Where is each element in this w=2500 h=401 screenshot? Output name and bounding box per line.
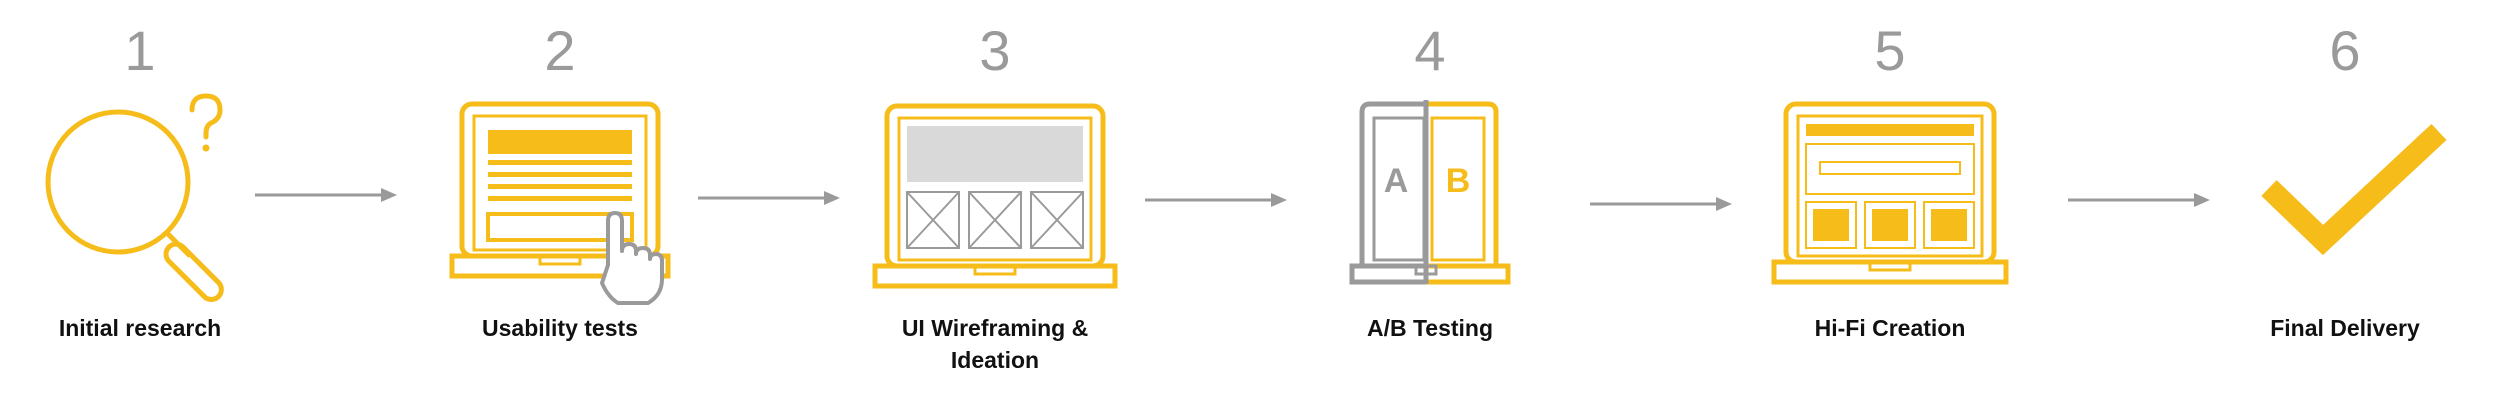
step-6: 6 Final Delivery — [2145, 0, 2500, 401]
arrow-right-icon — [255, 188, 397, 202]
laptop-hifi-icon — [1771, 101, 2009, 285]
magnifier-question-icon — [45, 93, 224, 302]
step-label: Initial research — [58, 315, 222, 341]
step-label: A/B Testing — [1366, 315, 1494, 341]
step-label: Final Delivery — [2270, 315, 2420, 341]
arrow-right-icon — [1145, 193, 1287, 207]
step-number: 1 — [124, 19, 156, 82]
step-4: 4 A B A/B Testing — [1230, 0, 1630, 401]
step-label: UI Wireframing & Ideation — [901, 315, 1089, 373]
step-number: 4 — [1414, 19, 1446, 82]
step-number: 2 — [544, 19, 576, 82]
step-2: 2 Usability tests — [360, 0, 760, 401]
step-label: Usability tests — [482, 315, 638, 341]
step-number: 3 — [979, 19, 1011, 82]
laptop-wireframe-icon — [872, 103, 1118, 289]
checkmark-icon — [2261, 123, 2447, 256]
laptop-pointer-icon — [449, 101, 671, 305]
step-number: 5 — [1874, 19, 1906, 82]
step-1: 1 Initial research — [0, 0, 340, 401]
arrow-right-icon — [1590, 197, 1732, 211]
variant-a-label: A — [1384, 162, 1409, 200]
variant-b-label: B — [1446, 162, 1471, 200]
step-5: 5 Hi-Fi Creation — [1690, 0, 2090, 401]
step-3: 3 UI Wireframing & Ideation — [795, 0, 1195, 401]
step-number: 6 — [2329, 19, 2361, 82]
arrow-right-icon — [698, 191, 840, 205]
step-label: Hi-Fi Creation — [1814, 315, 1966, 341]
arrow-right-icon — [2068, 193, 2210, 207]
laptop-ab-icon: A B — [1349, 100, 1511, 285]
